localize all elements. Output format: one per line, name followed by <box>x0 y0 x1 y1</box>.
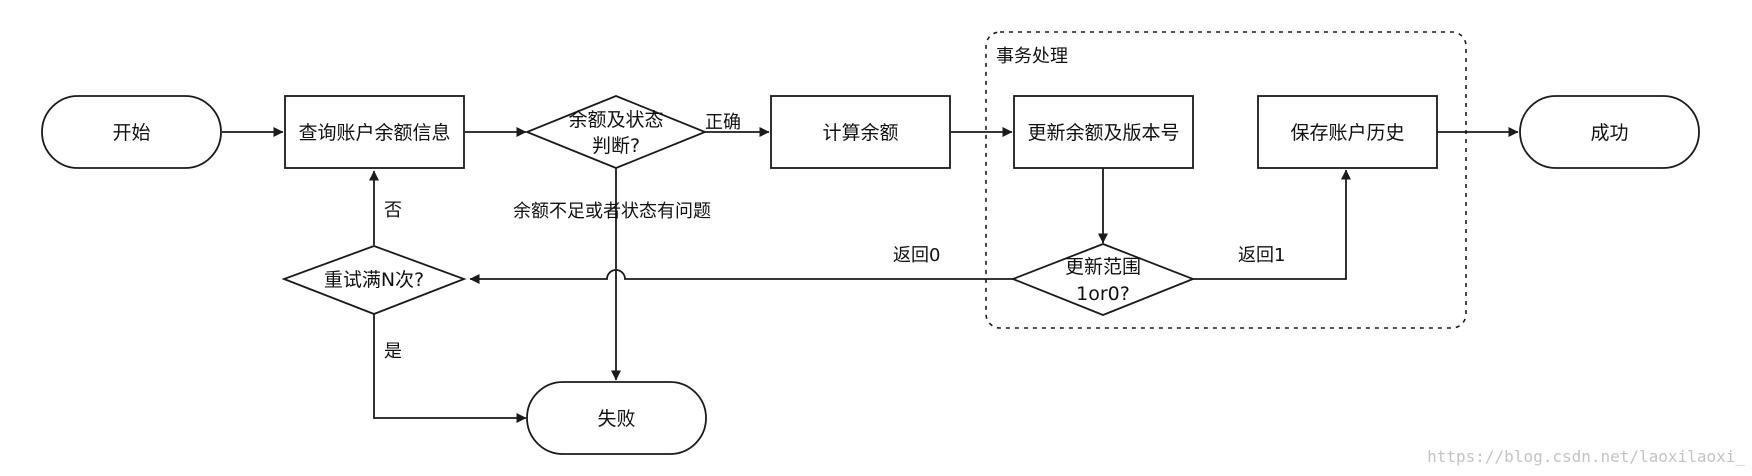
save-history-node: 保存账户历史 <box>1257 95 1438 169</box>
update-range-label-line2: 1or0? <box>1076 283 1130 305</box>
start-node-label: 开始 <box>112 122 150 144</box>
edge-label-correct: 正确 <box>705 112 741 133</box>
calc-balance-label: 计算余额 <box>822 122 898 144</box>
retry-label: 重试满N次? <box>324 269 424 291</box>
update-balance-node: 更新余额及版本号 <box>1013 95 1194 169</box>
edge-retry-yes-to-fail <box>373 314 527 423</box>
edge-range-return0-to-retry <box>469 269 1013 284</box>
watermark-text: https://blog.csdn.net/laoxilaoxi_ <box>1427 447 1745 466</box>
edge-label-return0: 返回0 <box>893 245 940 266</box>
edge-label-return1: 返回1 <box>1238 245 1285 266</box>
calc-balance-node: 计算余额 <box>770 95 951 169</box>
retry-decision: 重试满N次? <box>281 245 467 315</box>
fail-node: 失败 <box>526 381 707 455</box>
success-node: 成功 <box>1519 95 1700 169</box>
update-range-decision: 更新范围 1or0? <box>1010 243 1196 316</box>
edge-label-no: 否 <box>384 200 402 221</box>
edge-range-return1-to-save <box>1193 169 1351 280</box>
edge-label-yes: 是 <box>384 341 402 362</box>
query-balance-node: 查询账户余额信息 <box>284 95 465 169</box>
check-balance-label-line2: 判断? <box>592 135 640 157</box>
transaction-group-label: 事务处理 <box>996 46 1068 67</box>
edge-label-insufficient: 余额不足或者状态有问题 <box>513 201 711 222</box>
fail-node-label: 失败 <box>597 408 635 430</box>
check-balance-label-line1: 余额及状态 <box>568 109 663 131</box>
success-node-label: 成功 <box>1590 122 1628 144</box>
check-balance-decision: 余额及状态 判断? <box>524 95 708 169</box>
start-node: 开始 <box>41 95 222 169</box>
update-balance-label: 更新余额及版本号 <box>1027 122 1179 144</box>
save-history-label: 保存账户历史 <box>1290 122 1404 144</box>
transaction-group-border <box>985 31 1467 329</box>
query-balance-label: 查询账户余额信息 <box>298 122 450 144</box>
update-range-label-line1: 更新范围 <box>1065 256 1141 278</box>
